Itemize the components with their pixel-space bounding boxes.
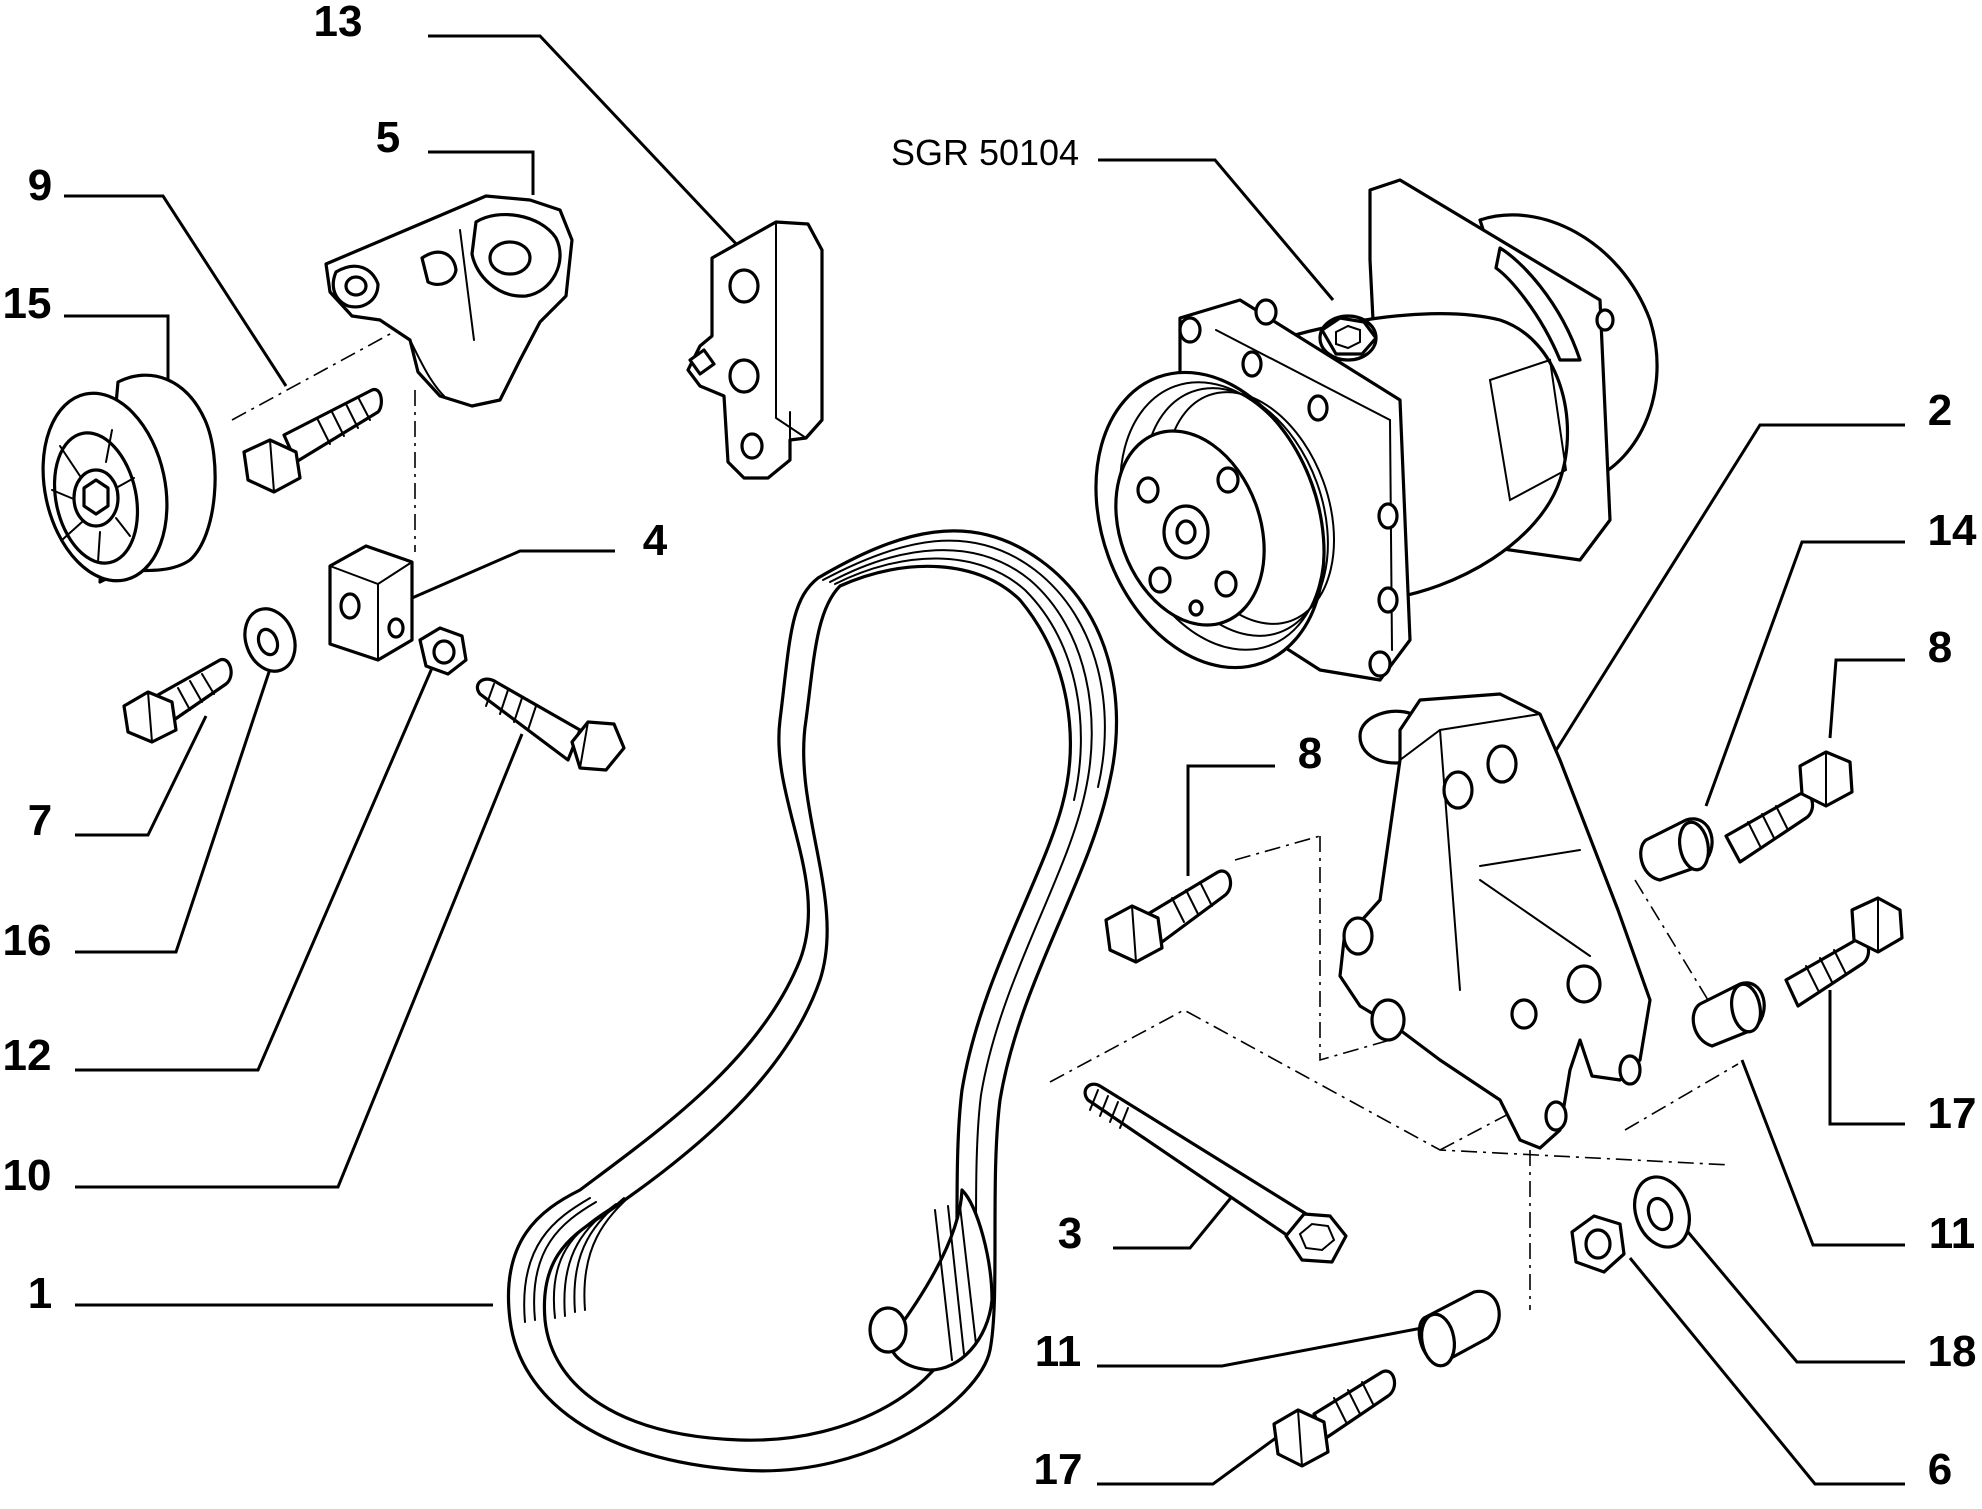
washer-16 [243, 607, 297, 673]
callout-9: 9 [28, 161, 52, 210]
spacer-11-bottom [1417, 1289, 1501, 1368]
bolt-10 [475, 677, 626, 772]
callout-10: 10 [3, 1151, 52, 1200]
washer-18 [1633, 1175, 1691, 1249]
bolt-9 [242, 387, 383, 494]
tensioner-bracket-5 [324, 194, 574, 408]
callout-7: 7 [28, 796, 52, 845]
ac-compressor [1094, 178, 1659, 682]
callout-17-right: 17 [1928, 1089, 1977, 1138]
drive-belt-1 [507, 529, 1119, 1473]
leader-lines [64, 34, 1905, 1486]
callout-13: 13 [314, 0, 363, 46]
callout-4: 4 [643, 516, 668, 565]
bolt-8-center [1104, 869, 1233, 964]
reference-code: SGR 50104 [891, 132, 1079, 173]
bolt-7 [122, 657, 233, 744]
bolt-17-bottom [1272, 1369, 1397, 1468]
callout-1: 1 [28, 1269, 52, 1318]
spacer-11-right [1691, 981, 1766, 1048]
callout-3: 3 [1058, 1209, 1082, 1258]
bolt-3 [1083, 1082, 1348, 1264]
callout-8-right: 8 [1928, 623, 1952, 672]
callout-6: 6 [1928, 1445, 1952, 1494]
pulley-15 [41, 373, 217, 584]
callout-12: 12 [3, 1031, 52, 1080]
callout-11-bottom: 11 [1035, 1327, 1082, 1376]
nut-6 [1570, 1214, 1626, 1274]
callout-17-bottom: 17 [1034, 1445, 1083, 1494]
callout-14: 14 [1928, 506, 1977, 555]
mounting-bracket-2 [1338, 692, 1652, 1150]
bolt-8-right [1724, 750, 1854, 864]
callout-15: 15 [3, 279, 52, 328]
spacer-14 [1639, 817, 1714, 882]
assembly-axes [231, 284, 1739, 1310]
callout-18: 18 [1928, 1327, 1977, 1376]
nut-12 [418, 626, 468, 676]
callout-5: 5 [376, 113, 400, 162]
callout-8-center: 8 [1298, 729, 1322, 778]
block-4 [328, 544, 414, 662]
callout-2: 2 [1928, 386, 1952, 435]
callout-16: 16 [3, 916, 52, 965]
bolt-17-right [1784, 896, 1904, 1008]
bracket-13 [686, 220, 824, 480]
callout-11-right: 11 [1929, 1209, 1976, 1258]
